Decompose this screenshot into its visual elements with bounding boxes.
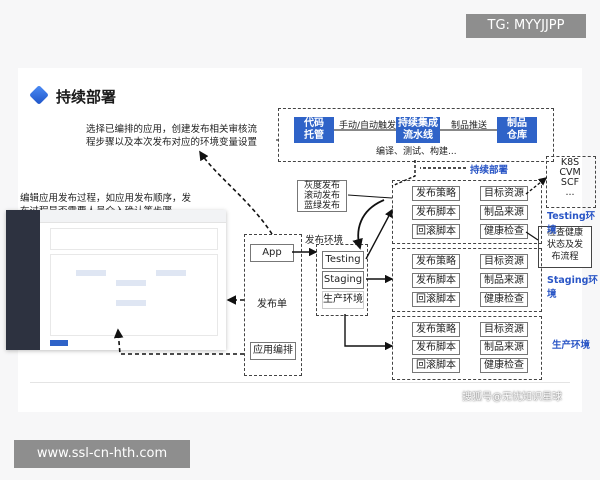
artifact-repo-box: 制品 仓库 xyxy=(497,117,537,143)
testing-env-label: Testing环境 xyxy=(547,211,596,236)
testing-cell-strategy: 发布策略 xyxy=(412,186,460,201)
release-order-label: 发布单 xyxy=(257,299,287,310)
production-env-label: 生产环境 xyxy=(552,340,591,351)
push-label: 制品推送 xyxy=(451,121,488,131)
strategy-gray: 灰度发布 xyxy=(303,181,340,191)
staging-cell-script: 发布脚本 xyxy=(412,273,460,288)
prod-cell-target: 目标资源 xyxy=(480,322,528,337)
health-note-box: 检查健康 状态及发 布流程 xyxy=(538,226,592,268)
staging-cell-rollback: 回滚脚本 xyxy=(412,292,460,307)
embedded-sidebar xyxy=(6,210,40,350)
orchestrate-box: 应用编排 xyxy=(250,342,296,360)
prod-cell-source: 制品来源 xyxy=(480,340,528,355)
prod-cell-rollback: 回滚脚本 xyxy=(412,358,460,373)
page-title: 持续部署 xyxy=(56,88,117,106)
watermark-sohu: 搜狐号@无忧知识星球 xyxy=(462,392,562,403)
watermark-url: www.ssl-cn-hth.com xyxy=(14,440,190,468)
env-production: 生产环境 xyxy=(322,291,364,309)
env-testing: Testing xyxy=(322,251,364,269)
staging-env-label: Staging环境 xyxy=(547,275,598,300)
env-label: 发布环境 xyxy=(305,235,344,246)
staging-cell-strategy: 发布策略 xyxy=(412,254,460,269)
testing-cell-source: 制品来源 xyxy=(480,205,528,220)
note-top: 选择已编排的应用，创建发布相关审核流程步骤以及本次发布对应的环境变量设置 xyxy=(86,124,258,148)
staging-cell-source: 制品来源 xyxy=(480,273,528,288)
testing-cell-health: 健康检查 xyxy=(480,224,528,239)
target-scf: SCF xyxy=(560,177,580,188)
strategy-box: 灰度发布 滚动发布 蓝绿发布 xyxy=(297,180,347,212)
target-more: ... xyxy=(565,187,575,198)
staging-cell-target: 目标资源 xyxy=(480,254,528,269)
testing-cell-script: 发布脚本 xyxy=(412,205,460,220)
prod-cell-strategy: 发布策略 xyxy=(412,322,460,337)
slide-bottom-rule xyxy=(30,382,570,383)
ci-pipeline-box: 持续集成 流水线 xyxy=(396,117,440,143)
app-box: App xyxy=(250,244,294,262)
cd-label: 持续部署 xyxy=(470,165,509,176)
strategy-rolling: 滚动发布 xyxy=(303,191,340,201)
pipeline-group xyxy=(278,108,554,162)
target-cvm: CVM xyxy=(559,167,581,178)
build-label: 编译、测试、构建... xyxy=(376,147,457,157)
prod-cell-health: 健康检查 xyxy=(480,358,528,373)
testing-cell-rollback: 回滚脚本 xyxy=(412,224,460,239)
watermark-tg: TG: MYYJJPP xyxy=(466,14,586,38)
prod-cell-script: 发布脚本 xyxy=(412,340,460,355)
target-k8s: K8S xyxy=(560,157,580,168)
staging-cell-health: 健康检查 xyxy=(480,292,528,307)
code-hosting-box: 代码 托管 xyxy=(294,117,334,143)
app-panel xyxy=(244,234,302,376)
trigger-label: 手动/自动触发 xyxy=(339,121,397,131)
strategy-bluegreen: 蓝绿发布 xyxy=(303,201,340,211)
env-selector xyxy=(316,244,368,316)
embedded-app-screenshot xyxy=(6,210,226,350)
env-staging: Staging xyxy=(322,271,364,289)
